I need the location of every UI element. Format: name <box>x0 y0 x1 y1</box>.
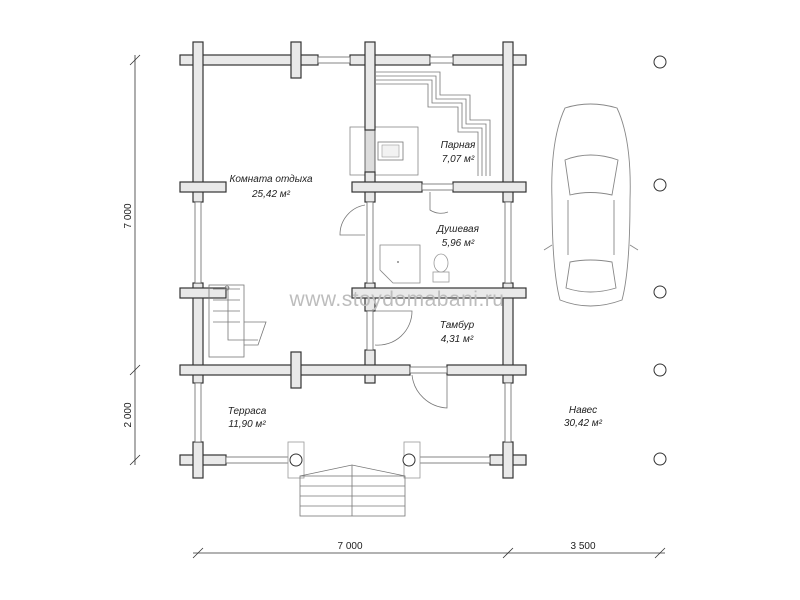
carport-posts <box>653 55 667 466</box>
room-area-shower: 5,96 м² <box>442 238 475 249</box>
staircase <box>208 284 267 358</box>
watermark: www.stoydomabani.ru <box>289 288 505 311</box>
stove <box>349 126 419 176</box>
room-area-vestibule: 4,31 м² <box>441 334 474 345</box>
room-area-terrace: 11,90 м² <box>228 419 266 430</box>
room-name-terrace: Терраса <box>228 406 267 417</box>
windows <box>194 56 512 464</box>
shower-tray <box>379 244 421 284</box>
room-name-carport: Навес <box>569 405 597 416</box>
room-area-steam: 7,07 м² <box>442 154 475 165</box>
room-area-rest: 25,42 м² <box>251 189 291 200</box>
dimension-height-terrace: 2 000 <box>123 402 134 427</box>
room-area-carport: 30,42 м² <box>564 418 603 429</box>
steam-room-benches <box>376 71 491 176</box>
dimension-width-main: 7 000 <box>337 541 362 552</box>
room-name-steam: Парная <box>441 140 476 151</box>
room-name-rest: Комната отдыха <box>229 174 312 185</box>
room-name-shower: Душевая <box>436 224 480 235</box>
toilet <box>432 253 450 283</box>
dimension-height-main: 7 000 <box>123 203 134 228</box>
dimension-lines <box>129 54 666 559</box>
doors <box>339 192 449 409</box>
room-name-vestibule: Тамбур <box>440 319 475 331</box>
porch <box>287 441 421 517</box>
dimension-width-carport: 3 500 <box>570 541 595 552</box>
car-icon <box>543 103 639 307</box>
